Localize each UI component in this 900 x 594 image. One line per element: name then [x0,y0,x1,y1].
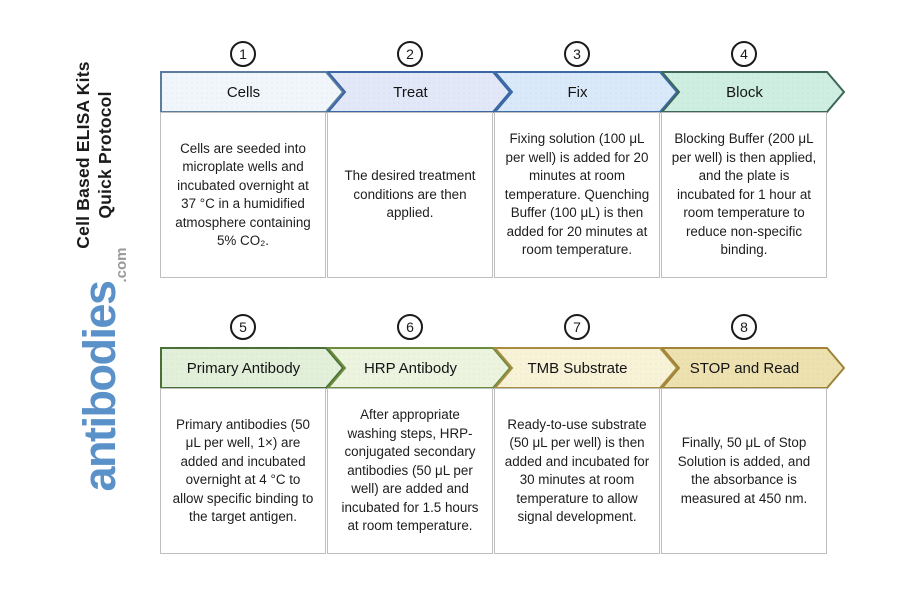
step-arrow [661,347,845,389]
step-label: Treat [327,71,494,113]
step-number-badge: 7 [564,314,590,340]
arrow-outline [160,71,344,113]
arrow-outline [661,347,845,389]
page-title: Cell Based ELISA Kits Quick Protocol [72,49,116,261]
step-number-badge: 3 [564,41,590,67]
step-number-badge: 4 [731,41,757,67]
step-description: Fixing solution (100 μL per well) is add… [504,131,650,258]
arrow-outline [494,71,678,113]
arrow-texture [328,348,510,388]
arrow-outline [327,347,511,389]
step-description: Blocking Buffer (200 μL per well) is the… [671,131,817,258]
step-number-badge: 5 [230,314,256,340]
step-label: TMB Substrate [494,347,661,389]
brand-logo-suffix: .com [113,247,130,283]
step-description: After appropriate washing steps, HRP-con… [341,407,479,534]
step-number-badge: 6 [397,314,423,340]
step-description: Cells are seeded into microplate wells a… [175,140,311,249]
step-label: Fix [494,71,661,113]
step-label: Cells [160,71,327,113]
page-title-line2: Quick Protocol [95,91,115,219]
step-label: HRP Antibody [327,347,494,389]
step-number-badge: 1 [230,41,256,67]
step-label-text: Primary Antibody [186,359,301,377]
step-description-box: Primary antibodies (50 μL per well, 1×) … [160,388,326,554]
arrow-outline [327,71,511,113]
step-description-box: Cells are seeded into microplate wells a… [160,112,326,278]
arrow-outline [494,347,678,389]
step-label-text: TMB Substrate [527,359,628,377]
page-title-line1: Cell Based ELISA Kits [73,61,93,249]
step-number: 8 [740,319,748,335]
arrow-texture [662,348,844,388]
brand-logo-text: antibodies [74,281,125,492]
step-arrow [494,347,678,389]
step-number: 5 [239,319,247,335]
arrow-texture [662,72,844,112]
step-number-badge: 2 [397,41,423,67]
step-number: 4 [740,46,748,62]
brand-logo: antibodies.com [70,233,130,505]
step-label-text: STOP and Read [689,359,800,377]
step-description-box: Ready-to-use substrate (50 μL per well) … [494,388,660,554]
step-arrow [661,71,845,113]
step-label: STOP and Read [661,347,828,389]
step-description: Finally, 50 μL of Stop Solution is added… [677,435,811,506]
step-arrow [160,71,344,113]
arrow-texture [328,72,510,112]
step-arrow [494,71,678,113]
step-description-box: Finally, 50 μL of Stop Solution is added… [661,388,827,554]
step-description: Primary antibodies (50 μL per well, 1×) … [172,416,314,525]
step-description-box: The desired treatment conditions are the… [327,112,493,278]
arrow-texture [495,348,677,388]
step-label-text: Treat [393,83,428,101]
step-label: Block [661,71,828,113]
arrow-texture [495,72,677,112]
step-label: Primary Antibody [160,347,327,389]
step-description-box: Fixing solution (100 μL per well) is add… [494,112,660,278]
step-label-text: Fix [567,83,588,101]
arrow-texture [161,72,343,112]
step-number: 7 [573,319,581,335]
step-arrow [327,347,511,389]
step-description-box: After appropriate washing steps, HRP-con… [327,388,493,554]
step-label-text: Block [726,83,763,101]
step-label-text: Cells [226,83,261,101]
step-description: Ready-to-use substrate (50 μL per well) … [504,416,650,525]
step-label-text: HRP Antibody [363,359,458,377]
step-number-badge: 8 [731,314,757,340]
arrow-outline [160,347,344,389]
step-number: 1 [239,46,247,62]
step-number: 2 [406,46,414,62]
arrow-outline [661,71,845,113]
arrow-texture [161,348,343,388]
step-number: 3 [573,46,581,62]
step-arrow [160,347,344,389]
step-arrow [327,71,511,113]
step-description-box: Blocking Buffer (200 μL per well) is the… [661,112,827,278]
step-description: The desired treatment conditions are the… [344,168,476,221]
step-number: 6 [406,319,414,335]
